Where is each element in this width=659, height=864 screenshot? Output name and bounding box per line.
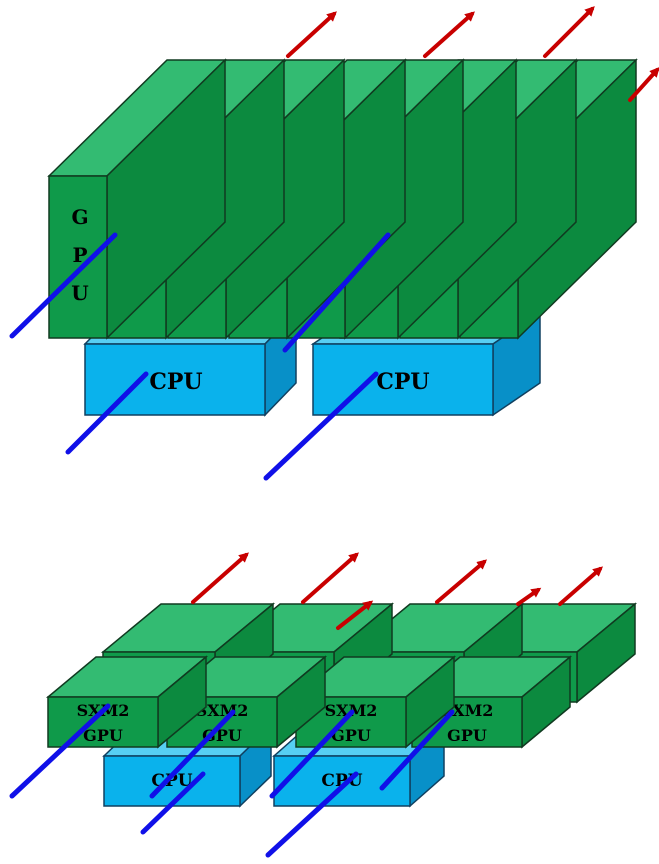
gpu-label: GPU xyxy=(83,726,123,745)
airflow-in-arrow xyxy=(263,371,379,481)
gpu-card-letter: P xyxy=(72,243,87,267)
bottom-airflow-in xyxy=(9,703,455,858)
airflow-in-arrow xyxy=(149,709,236,799)
airflow-out-arrow xyxy=(191,552,249,604)
airflow-out-arrow xyxy=(558,566,604,606)
airflow-in-arrow xyxy=(65,371,149,455)
top-gpu-stack: GPUGPUGPUGPUGPUGPUGPUGPU xyxy=(47,58,638,340)
airflow-out-arrow xyxy=(301,552,359,604)
bottom-gpu-front-row: SXM2GPUSXM2GPUSXM2GPUSXM2GPU xyxy=(45,655,573,749)
gpu-card-1: GPU xyxy=(47,58,227,340)
gpu-card-letter: U xyxy=(71,281,88,305)
bottom-airflow-out xyxy=(191,552,604,630)
gpu-card-letter: G xyxy=(71,205,88,229)
airflow-out-arrow xyxy=(423,11,475,58)
gpu-front-face xyxy=(48,175,108,339)
airflow-in-arrow xyxy=(379,709,455,791)
bottom-diagram: SXM2GPUSXM2GPUSXM2GPUSXM2GPU CPU CPU xyxy=(9,552,638,858)
airflow-in-arrow xyxy=(9,232,118,339)
sxm2-label: SXM2 xyxy=(196,701,249,720)
airflow-in-arrow xyxy=(265,771,359,858)
top-airflow xyxy=(9,6,659,481)
airflow-out-arrow xyxy=(628,67,659,102)
airflow-in-arrow xyxy=(282,232,391,353)
airflow-in-arrow xyxy=(9,703,111,799)
airflow-in-arrow xyxy=(140,771,206,835)
airflow-out-arrow xyxy=(543,6,595,58)
airflow-out-arrow xyxy=(286,11,337,58)
top-cpu-2-label: CPU xyxy=(376,369,429,395)
airflow-out-arrow xyxy=(435,559,488,604)
airflow-out-arrow xyxy=(336,600,374,630)
airflow-out-arrow xyxy=(516,587,542,606)
gpu-front-face xyxy=(47,696,159,748)
airflow-in-arrow xyxy=(269,709,355,799)
top-diagram: GPUGPUGPUGPUGPUGPUGPUGPU CPU CPU xyxy=(9,6,659,481)
gpu-label: GPU xyxy=(447,726,487,745)
gpu-label: GPU xyxy=(331,726,371,745)
top-cpu-1-label: CPU xyxy=(149,369,202,395)
